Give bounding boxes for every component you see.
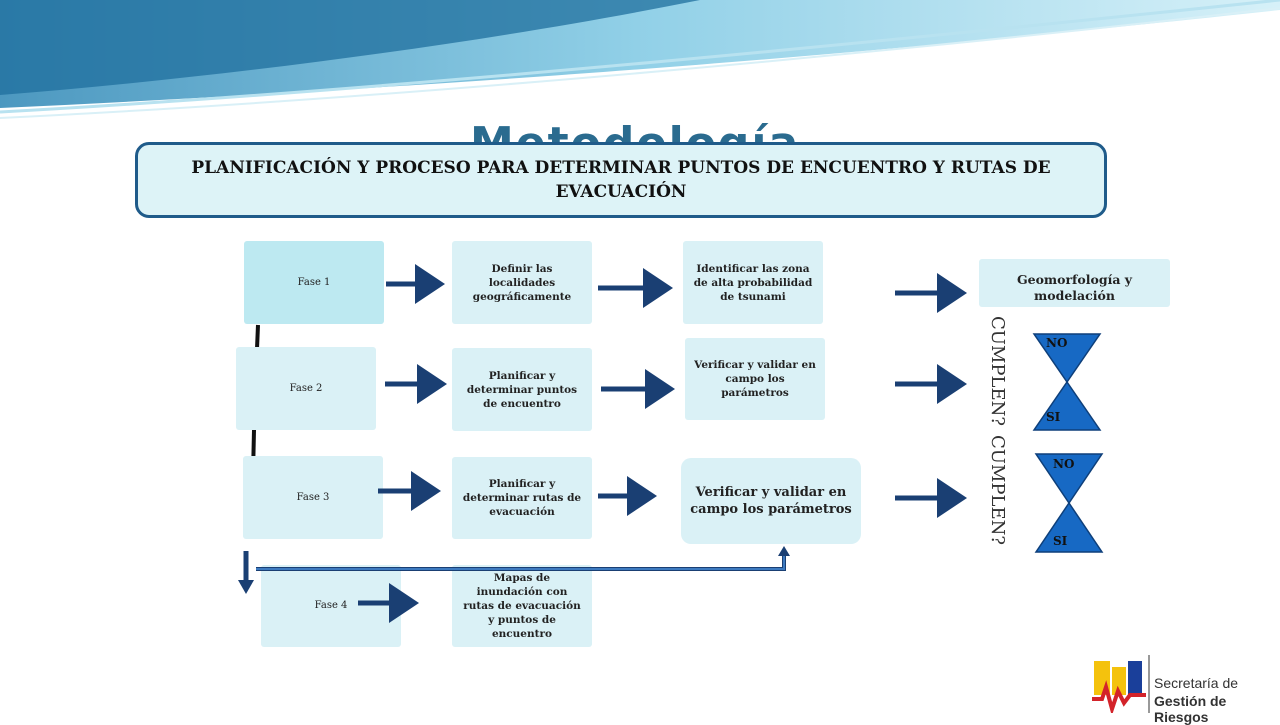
verify-points-box: Verificar y validar en campo los parámet… bbox=[685, 338, 825, 420]
logo-line2: Gestión de Riesgos bbox=[1154, 693, 1227, 725]
phase-2-box: Fase 2 bbox=[236, 347, 376, 430]
logo-line1: Secretaría de bbox=[1154, 675, 1239, 691]
decision-2-question: CUMPLEN? bbox=[987, 435, 1008, 545]
define-localities-label: Definir las localidades geográficamente bbox=[472, 262, 572, 303]
decision-1-yes: SI bbox=[1046, 410, 1061, 424]
phase-1-box: Fase 1 bbox=[244, 241, 384, 324]
verify-points-label: Verificar y validar en campo los parámet… bbox=[694, 359, 816, 399]
decision-2-yes: SI bbox=[1053, 534, 1068, 548]
identify-zones-box: Identificar las zona de alta probabilida… bbox=[683, 241, 823, 324]
decision-2-hourglass bbox=[1034, 453, 1104, 553]
logo-emblem-icon bbox=[1092, 661, 1146, 713]
define-localities-box: Definir las localidades geográficamente bbox=[452, 241, 592, 324]
phase-2-label: Fase 2 bbox=[289, 382, 323, 394]
main-title-box: PLANIFICACIÓN Y PROCESO PARA DETERMINAR … bbox=[135, 142, 1107, 218]
identify-zones-label: Identificar las zona de alta probabilida… bbox=[693, 262, 813, 303]
plan-routes-label: Planificar y determinar rutas de evacuac… bbox=[462, 478, 582, 518]
phase-4-label: Fase 4 bbox=[314, 600, 348, 611]
geomorphology-box: Geomorfología y modelación bbox=[979, 259, 1170, 307]
plan-routes-box: Planificar y determinar rutas de evacuac… bbox=[452, 457, 592, 539]
phase-1-label: Fase 1 bbox=[297, 276, 331, 288]
logo-divider bbox=[1148, 655, 1150, 713]
maps-box: Mapas de inundación con rutas de evacuac… bbox=[452, 565, 592, 647]
phase-3-box: Fase 3 bbox=[243, 456, 383, 539]
decision-1-no: NO bbox=[1046, 336, 1068, 350]
phase-4-box: Fase 4 bbox=[261, 565, 401, 647]
maps-label: Mapas de inundación con rutas de evacuac… bbox=[463, 572, 581, 640]
plan-points-box: Planificar y determinar puntos de encuen… bbox=[452, 348, 592, 431]
plan-points-label: Planificar y determinar puntos de encuen… bbox=[466, 369, 578, 410]
secretaria-logo: Secretaría de Gestión de Riesgos bbox=[1092, 655, 1277, 725]
main-title: PLANIFICACIÓN Y PROCESO PARA DETERMINAR … bbox=[191, 158, 1051, 202]
decision-1-question: CUMPLEN? bbox=[987, 316, 1008, 426]
phase-3-label: Fase 3 bbox=[296, 491, 330, 503]
decision-1-hourglass bbox=[1032, 333, 1102, 431]
decision-2-no: NO bbox=[1053, 457, 1075, 471]
verify-routes-box: Verificar y validar en campo los parámet… bbox=[681, 458, 861, 544]
geomorphology-label: Geomorfología y modelación bbox=[1016, 272, 1133, 303]
verify-routes-label: Verificar y validar en campo los parámet… bbox=[690, 485, 852, 517]
